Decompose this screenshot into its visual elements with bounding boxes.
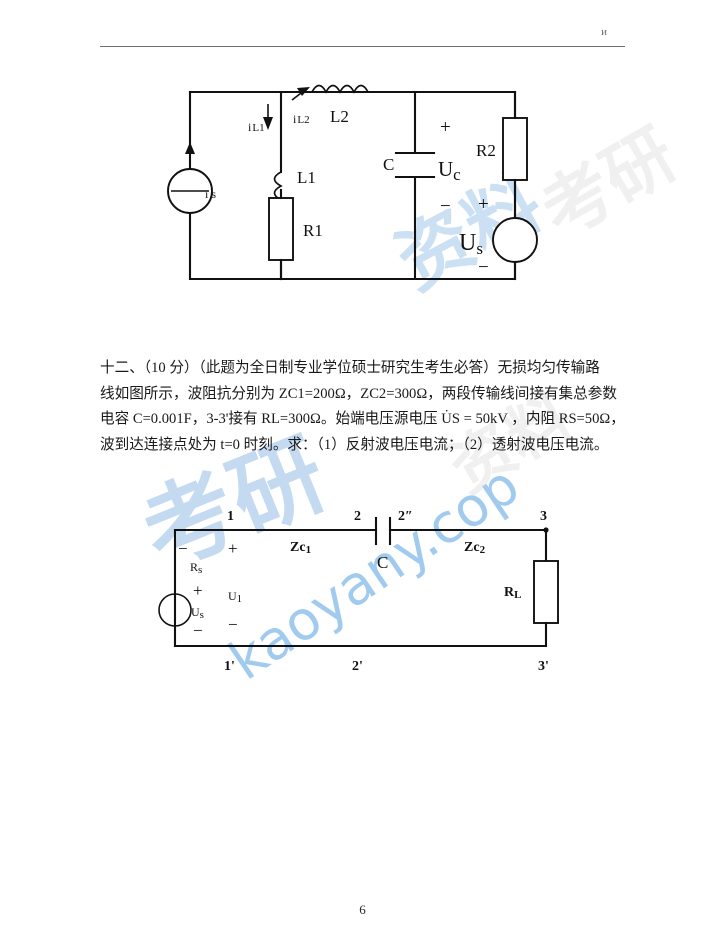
arrow-il1-head xyxy=(263,117,273,130)
arrow-il2-head xyxy=(297,87,310,96)
label-node-1: 1 xyxy=(227,509,234,524)
page-number: 6 xyxy=(359,902,366,917)
problem-line-1: 十二、（10 分）（此题为全日制专业学位硕士研究生考生必答）无损均匀传输路 xyxy=(100,360,600,376)
label-uc-plus: + xyxy=(440,117,451,138)
label-node-1p: 1' xyxy=(224,659,235,674)
problem-statement: 十二、（10 分）（此题为全日制专业学位硕士研究生考生必答）无损均匀传输路 线如… xyxy=(100,356,634,458)
label-node-2pp: 2″ xyxy=(398,509,413,524)
capacitor-c-series xyxy=(374,516,392,546)
header-artifact-mark: и xyxy=(601,26,607,38)
label-us-bottom: Us xyxy=(191,605,204,621)
arrow-is-head xyxy=(185,142,195,154)
label-node-3p: 3' xyxy=(538,659,549,674)
label-node-2p: 2' xyxy=(352,659,363,674)
label-c: C xyxy=(383,155,394,174)
label-us-minus: − xyxy=(478,257,489,278)
label-node-3: 3 xyxy=(540,509,547,524)
problem-line-2: 线如图所示，波阻抗分别为 ZC1=200Ω，ZC2=300Ω，两段传输线间接有集… xyxy=(100,385,617,402)
label-l1: L1 xyxy=(297,168,316,187)
label-il2: iL2 xyxy=(293,112,310,126)
label-minus-src: − xyxy=(193,621,203,640)
header-rule xyxy=(100,46,625,47)
label-rl: RL xyxy=(504,585,521,601)
label-uc: Uc xyxy=(438,157,461,184)
label-il1: iL1 xyxy=(248,120,265,134)
label-r1: R1 xyxy=(303,221,323,240)
figure-transmission-line: 1 2 2″ 3 1' 2' 3' Zc1 Zc2 C RL Rs xyxy=(0,500,725,680)
label-l2: L2 xyxy=(330,107,349,126)
label-node-2: 2 xyxy=(354,509,361,524)
label-us-plus: + xyxy=(478,194,489,215)
label-c-bottom: C xyxy=(377,553,388,572)
inductor-l2 xyxy=(311,84,369,94)
voltage-source-us xyxy=(492,217,538,263)
label-zc2: Zc2 xyxy=(464,540,486,556)
current-source-is xyxy=(167,168,213,214)
label-rs: Rs xyxy=(190,560,202,576)
label-minus-top: − xyxy=(178,539,188,558)
problem-line-3: 电容 C=0.001F，3-3'接有 RL=300Ω。始端电压源电压 U̇S =… xyxy=(100,411,625,427)
resistor-rl xyxy=(533,560,559,624)
label-r2: R2 xyxy=(476,141,496,160)
label-u1: U1 xyxy=(228,589,242,605)
capacitor-c xyxy=(394,151,436,179)
label-us: Us xyxy=(459,230,483,258)
label-is: i s xyxy=(205,187,216,201)
label-zc1: Zc1 xyxy=(290,540,311,556)
voltage-source-us-bottom xyxy=(158,593,192,627)
figure-transient-circuit: iL1 iL2 L2 L1 R1 i s C Uc + − R2 + − Us xyxy=(0,60,725,310)
node-dot-3 xyxy=(543,527,549,533)
resistor-r2 xyxy=(502,117,528,181)
problem-line-4: 波到达连接点处为 t=0 时刻。求：（1）反射波电压电流；（2）透射波电压电流。 xyxy=(100,436,609,453)
label-plus-src: + xyxy=(193,581,203,600)
label-minus-u1: − xyxy=(228,615,238,634)
label-uc-minus: − xyxy=(440,196,451,217)
label-plus-top: + xyxy=(228,539,238,558)
resistor-r1 xyxy=(268,197,294,261)
